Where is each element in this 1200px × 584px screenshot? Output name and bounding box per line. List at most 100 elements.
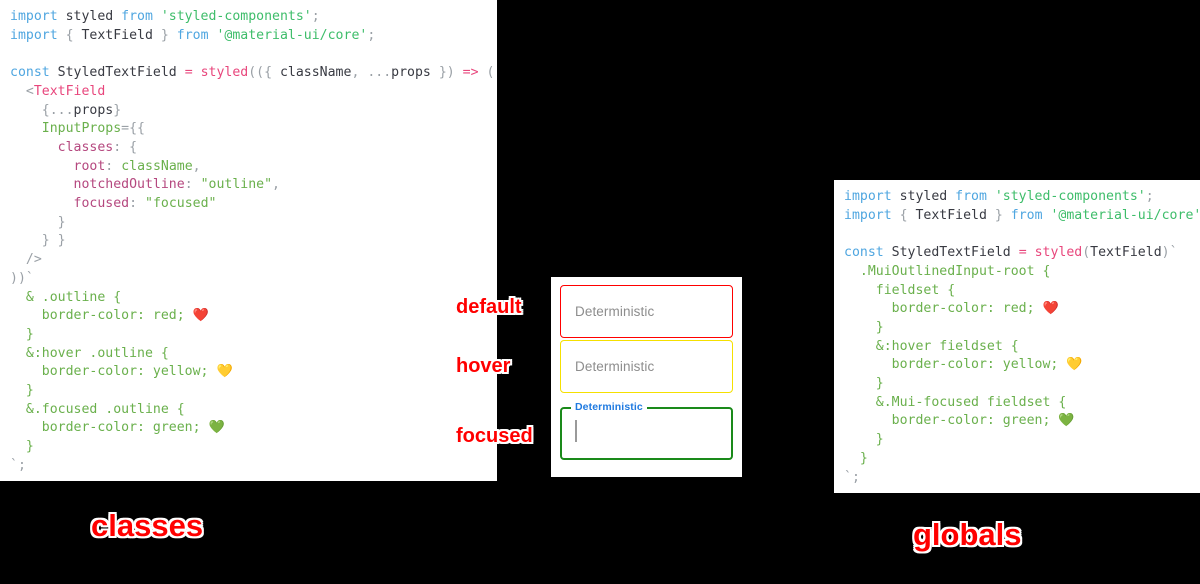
code-line: .MuiOutlinedInput-root { [844,263,1190,282]
code-token: 💚 [208,420,225,436]
code-line: focused: "focused" [10,195,487,214]
textfield-default-wrapper[interactable]: Deterministic [560,285,733,338]
code-token: `; [844,469,860,485]
code-line: import styled from 'styled-components'; [844,188,1190,207]
code-token: styled [65,9,122,24]
code-panel-classes: import styled from 'styled-components';i… [0,0,497,481]
code-token: } [113,102,122,118]
code-token: TextField [1090,245,1162,261]
code-line: ))` [10,270,487,289]
code-line: & .outline { [10,289,487,308]
code-line: } [844,319,1190,338]
code-line: } [844,431,1190,450]
state-label-default: default [456,296,522,318]
code-token [10,177,74,192]
code-token: `; [10,457,26,473]
state-label-hover: hover [456,355,511,377]
code-token [10,159,74,174]
code-token: {... [10,102,74,118]
textfield-focused-label: Deterministic [571,401,647,413]
code-token: ( [1082,245,1091,261]
code-token: from [955,189,995,204]
code-token: ))` [10,270,34,286]
code-token: , [351,65,368,81]
code-token: from [121,9,161,24]
textfield-demo-panel: Deterministic Deterministic Deterministi… [551,277,742,477]
code-token: StyledTextField [57,65,185,81]
code-token: } [152,27,177,43]
code-token [10,121,42,136]
code-line: import { TextField } from '@material-ui/… [10,27,487,46]
textfield-default[interactable]: Deterministic [560,285,733,338]
code-token: '@material-ui/core' [1050,207,1200,223]
code-token [10,140,58,155]
code-token: { [899,207,916,223]
code-token: } [844,376,884,392]
code-token: 'styled-components' [994,189,1146,204]
code-token: const [844,245,892,261]
caption-globals: globals [913,517,1022,552]
code-token: (({ [248,65,280,81]
code-token: TextField [915,207,987,223]
code-token: border-color: green; [844,413,1059,429]
code-token: 💛 [1066,357,1083,373]
code-token: from [1010,207,1051,223]
code-token: border-color: yellow; [844,357,1067,373]
code-token: < [10,83,34,99]
code-token: const [10,65,58,81]
code-token: focused [73,196,130,212]
code-token: } [844,319,884,335]
code-token: { [65,27,82,43]
code-token: } } [10,233,66,249]
code-token: border-color: yellow; [10,364,217,380]
textfield-hover-wrapper[interactable]: Deterministic [560,340,733,393]
code-token: ={{ [121,121,145,137]
code-token: & .outline { [10,289,122,305]
code-line: &:hover fieldset { [844,338,1190,357]
code-token: : [184,177,201,193]
code-token: props [391,65,431,81]
code-line: <TextField [10,83,487,102]
code-line: const StyledTextField = styled(({ classN… [10,64,494,83]
code-token: } [10,439,34,455]
code-line: } [10,438,487,457]
code-token: : [129,196,145,212]
code-token: }) [430,65,463,81]
code-token: root [73,158,106,174]
code-line: border-color: yellow; 💛 [10,363,487,382]
code-token: } [844,450,868,466]
code-line: import styled from 'styled-components'; [10,8,487,27]
code-line: &.Mui-focused fieldset { [844,394,1190,413]
code-token: ... [367,65,392,81]
textfield-default-text: Deterministic [575,304,655,319]
code-token: 💛 [216,364,233,380]
code-line: /> [10,251,487,270]
code-token: ; [367,27,376,43]
code-line [10,45,487,64]
code-token: } [986,207,1011,223]
code-token: styled [200,65,249,81]
code-token [10,196,74,211]
code-token: &:hover fieldset { [844,338,1019,354]
textfield-focused-wrapper[interactable]: Deterministic [560,401,733,460]
code-line: } [10,326,487,345]
code-token: "focused" [145,196,217,212]
code-line: &:hover .outline { [10,345,487,364]
code-line: `; [10,457,487,476]
code-token: StyledTextField [891,245,1019,261]
code-line: `; [844,469,1190,488]
code-line: import { TextField } from '@material-ui/… [844,207,1200,226]
code-token: className [279,65,352,81]
code-line: InputProps={{ [10,120,487,139]
code-token: import [844,189,900,204]
code-token: className [121,158,193,174]
code-token: &:hover .outline { [10,345,169,361]
code-line: border-color: green; 💚 [10,419,487,438]
textfield-focused[interactable]: Deterministic [560,401,733,460]
textfield-hover[interactable]: Deterministic [560,340,733,393]
code-token: : { [113,139,138,155]
code-token: } [10,214,66,230]
code-token: : [105,158,122,174]
code-token: &.focused .outline { [10,401,185,417]
